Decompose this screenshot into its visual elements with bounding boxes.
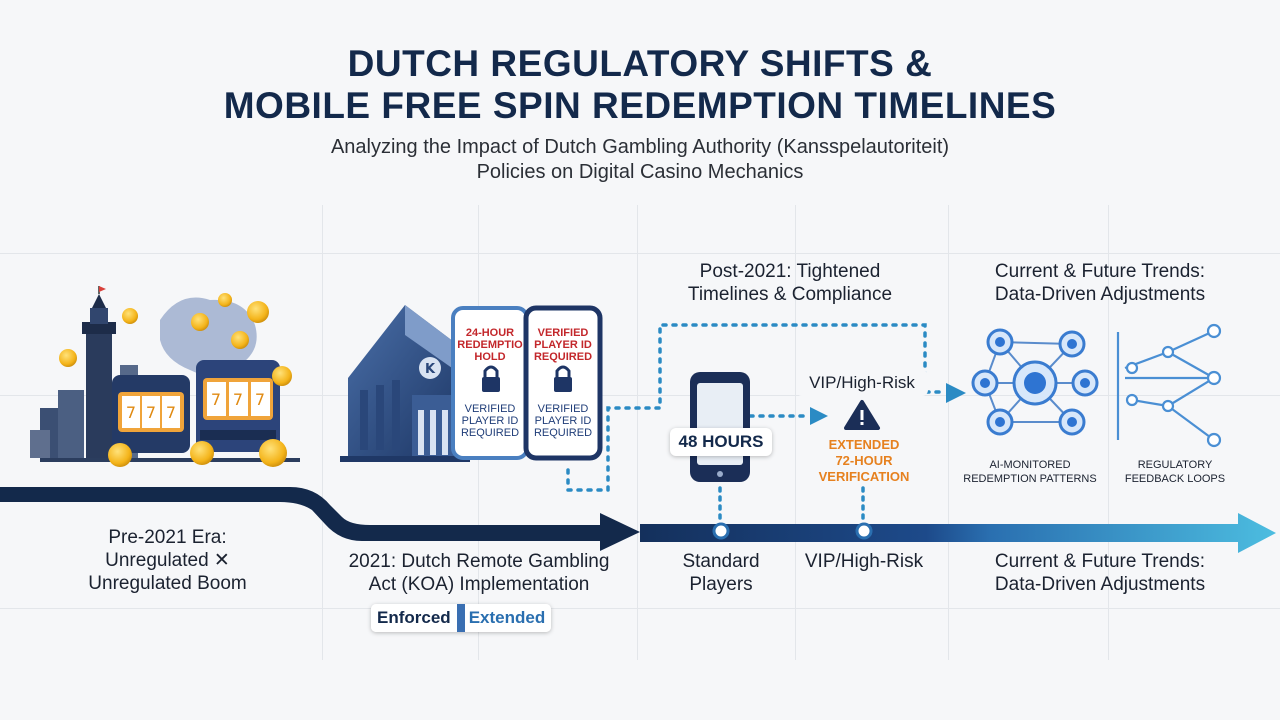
page-subtitle-line1: Analyzing the Impact of Dutch Gambling A… xyxy=(330,136,950,158)
feedback-label-2: FEEDBACK LOOPS xyxy=(1124,473,1226,485)
svg-text:7: 7 xyxy=(146,403,156,422)
svg-text:7: 7 xyxy=(255,390,265,409)
current-bottom-label: Current & Future Trends: Data-Driven Adj… xyxy=(960,550,1240,596)
feedback-label-1: REGULATORY xyxy=(1137,459,1213,471)
phone1-blue-2: PLAYER ID xyxy=(461,415,519,427)
ai-monitored-label: AI-MONITORED REDEMPTION PATTERNS xyxy=(950,458,1110,486)
bank-building-icon: K xyxy=(340,305,470,462)
extended-72-label: EXTENDED 72-HOUR VERIFICATION xyxy=(800,437,928,485)
standard-players-label: Standard Players xyxy=(650,550,792,596)
standard-line1: Standard xyxy=(682,551,760,572)
extended-72-1: EXTENDED xyxy=(828,437,900,452)
standard-line2: Players xyxy=(689,574,753,595)
pre2021-line1: Pre-2021 Era: xyxy=(108,527,227,548)
grid-h1 xyxy=(0,253,1280,254)
current-heading-1: Current & Future Trends: xyxy=(994,261,1206,282)
grid-h3 xyxy=(0,608,1280,609)
pre2021-line2: Unregulated ✕ xyxy=(105,550,230,571)
phone-card-1: 24-HOUR REDEMPTIO HOLD VERIFIED PLAYER I… xyxy=(455,327,525,439)
network-nodes xyxy=(971,328,1099,436)
extended-72-3: VERIFICATION xyxy=(818,469,910,484)
extended-72-2: 72-HOUR xyxy=(835,453,893,468)
feedback-loops-label: REGULATORY FEEDBACK LOOPS xyxy=(1115,458,1235,486)
grid-v6 xyxy=(1108,205,1109,660)
grid-v3 xyxy=(637,205,638,660)
phone1-blue-3: REQUIRED xyxy=(460,427,520,439)
ai-label-2: REDEMPTION PATTERNS xyxy=(963,473,1097,485)
dotted-path-main xyxy=(566,323,947,492)
phone2-red-1: VERIFIED xyxy=(537,327,589,339)
phone2-blue-2: PLAYER ID xyxy=(534,415,592,427)
phone1-red-1: 24-HOUR xyxy=(465,327,515,339)
koa-line2: Act (KOA) Implementation xyxy=(368,574,590,595)
current-bottom-2: Data-Driven Adjustments xyxy=(994,574,1206,595)
phone1-red-2: REDEMPTIO xyxy=(457,339,523,351)
warning-icon xyxy=(844,400,880,430)
page-title-line2: MOBILE FREE SPIN REDEMPTION TIMELINES xyxy=(223,85,1057,126)
ai-label-1: AI-MONITORED xyxy=(989,459,1071,471)
phone2-red-2: PLAYER ID xyxy=(534,339,592,351)
phone-card-2: VERIFIED PLAYER ID REQUIRED VERIFIED PLA… xyxy=(528,327,598,439)
enforced-tag: Enforced xyxy=(371,604,457,632)
standard-node xyxy=(712,522,730,540)
grid-v5 xyxy=(948,205,949,660)
current-heading-2: Data-Driven Adjustments xyxy=(994,284,1206,305)
svg-text:7: 7 xyxy=(166,403,176,422)
pre2021-label: Pre-2021 Era: Unregulated ✕ Unregulated … xyxy=(40,526,295,595)
phone1-red-3: HOLD xyxy=(474,351,506,363)
grid-v1 xyxy=(322,205,323,660)
koa-line1: 2021: Dutch Remote Gambling xyxy=(348,551,610,572)
page-subtitle-line2: Policies on Digital Casino Mechanics xyxy=(476,161,804,183)
current-bottom-1: Current & Future Trends: xyxy=(994,551,1206,572)
lock-icon xyxy=(482,365,572,392)
svg-text:K: K xyxy=(425,362,436,377)
hours-48-badge: 48 HOURS xyxy=(670,428,772,456)
vip-bottom-label: VIP/High-Risk xyxy=(804,551,924,572)
phone2-red-3: REQUIRED xyxy=(533,351,593,363)
post2021-heading-1: Post-2021: Tightened xyxy=(699,261,881,282)
timeline-arrow-dark xyxy=(0,487,640,551)
timeline-arrow-light xyxy=(640,513,1276,553)
page-title-line1: DUTCH REGULATORY SHIFTS & xyxy=(347,43,933,84)
lighthouse-icon xyxy=(82,286,116,458)
phone2-blue-1: VERIFIED xyxy=(537,403,589,415)
feedback-loop-icon xyxy=(1116,323,1222,448)
pre2021-line3: Unregulated Boom xyxy=(88,573,247,594)
svg-text:7: 7 xyxy=(126,403,136,422)
slot-machine-icon: 7 7 7 7 7 7 xyxy=(112,360,280,453)
coin-icon xyxy=(59,293,292,467)
phone1-blue-1: VERIFIED xyxy=(464,403,516,415)
koa-label: 2021: Dutch Remote Gambling Act (KOA) Im… xyxy=(318,550,640,596)
vip-node xyxy=(855,522,873,540)
extended-tag: Extended xyxy=(456,604,552,632)
post2021-heading-2: Timelines & Compliance xyxy=(687,284,893,305)
smartphone-icon-48h xyxy=(690,372,750,482)
grid-v4 xyxy=(795,205,796,660)
svg-text:7: 7 xyxy=(233,390,243,409)
koa-status-tags: Enforced Extended xyxy=(371,604,552,632)
grid-h2 xyxy=(0,395,1280,396)
current-heading: Current & Future Trends: Data-Driven Adj… xyxy=(960,260,1240,306)
vip-top-badge: VIP/High-Risk xyxy=(796,370,928,396)
svg-text:7: 7 xyxy=(211,390,221,409)
phone2-blue-3: REQUIRED xyxy=(533,427,593,439)
map-outline-icon xyxy=(160,297,257,377)
post2021-heading: Post-2021: Tightened Timelines & Complia… xyxy=(650,260,930,306)
